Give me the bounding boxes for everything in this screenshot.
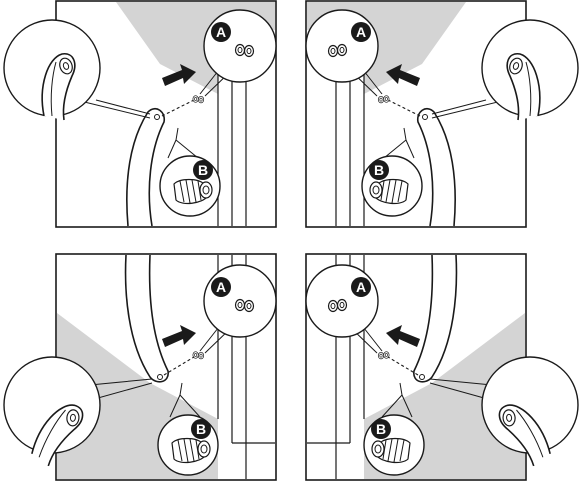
badge-a-label: A [356, 279, 366, 295]
panel-top-left: A B [4, 1, 276, 227]
badge-b-label: B [198, 162, 208, 178]
panel-bottom-left: A B [4, 254, 276, 480]
badge-a-label: A [216, 279, 226, 295]
badge-b-label: B [374, 162, 384, 178]
badge-b-label: B [376, 421, 386, 437]
badge-a-label: A [356, 24, 366, 40]
badge-a-label: A [216, 24, 226, 40]
panel-bottom-right [306, 254, 578, 480]
badge-b-label: B [196, 421, 206, 437]
panel-top-right [306, 1, 578, 227]
